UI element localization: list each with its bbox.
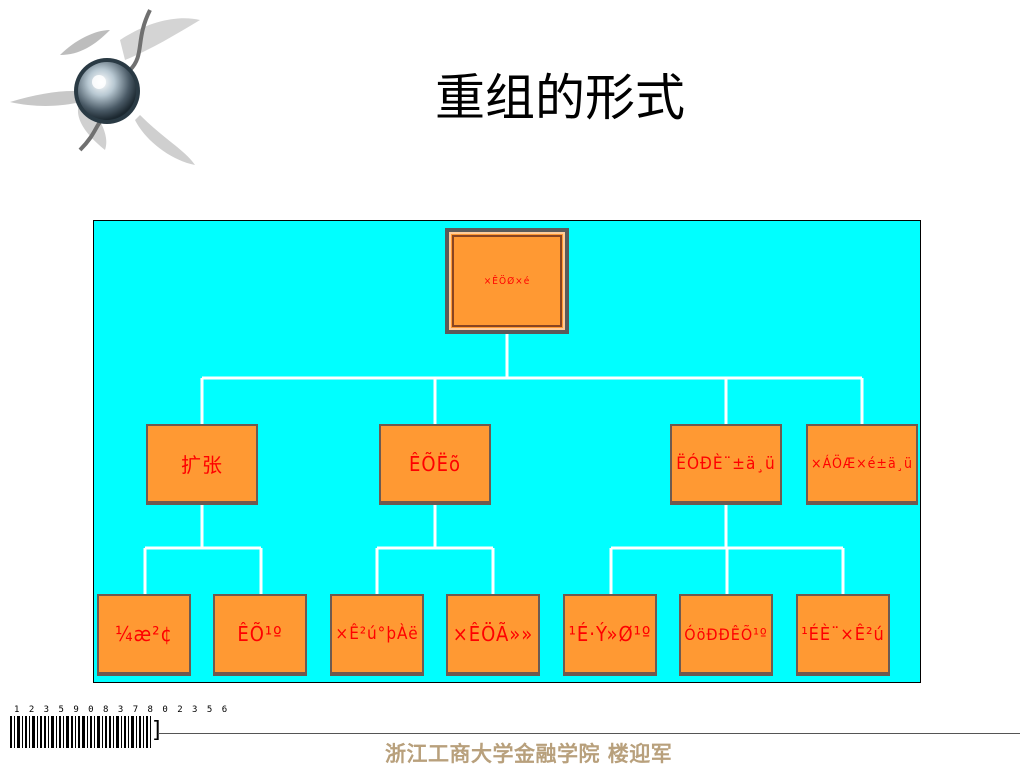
level1-node-label: ËÓÐÈ¨±ä¸ü — [676, 453, 776, 474]
level2-node-label: ×ÊÖÃ»» — [452, 622, 534, 646]
level2-node-label: ÓöÐÐÊÕ¹º — [684, 624, 768, 644]
level2-node-1: ¼æ²¢ — [97, 594, 191, 676]
level2-node-5: ¹É·Ý»Ø¹º — [563, 594, 657, 676]
level1-node-4: ×ÁÖÆ×é±ä¸ü — [806, 424, 918, 505]
level1-node-3: ËÓÐÈ¨±ä¸ü — [670, 424, 782, 505]
level2-node-4: ×ÊÖÃ»» — [446, 594, 540, 676]
level2-node-label: ¼æ²¢ — [115, 622, 173, 646]
level2-node-label: ×Ê²ú°þÀë — [335, 624, 419, 644]
level2-node-6: ÓöÐÐÊÕ¹º — [679, 594, 773, 676]
level2-node-7: ¹ÉÈ¨×Ê²ú — [796, 594, 890, 676]
footer-divider — [158, 733, 1020, 734]
level1-node-label: ÊÕËõ — [409, 451, 461, 476]
footer-author: 浙江工商大学金融学院 楼迎军 — [385, 741, 673, 766]
page-title: 重组的形式 — [435, 69, 685, 127]
level1-node-expansion: 扩张 — [146, 424, 258, 505]
level1-node-label: ×ÁÖÆ×é±ä¸ü — [811, 455, 913, 472]
barcode-number: 1 2 3 5 9 0 8 3 7 8 0 2 3 5 6 — [14, 705, 230, 715]
level2-node-label: ¹ÉÈ¨×Ê²ú — [801, 623, 885, 645]
root-node-label: ×ÊÖØ×é — [449, 232, 565, 330]
level2-node-3: ×Ê²ú°þÀë — [330, 594, 424, 676]
level2-node-2: ÊÕ¹º — [213, 594, 307, 676]
level2-node-label: ¹É·Ý»Ø¹º — [568, 622, 652, 646]
root-node: ×ÊÖØ×é — [445, 228, 569, 334]
barcode-icon — [10, 716, 151, 748]
level2-node-label: ÊÕ¹º — [237, 622, 283, 646]
bracket-glyph: ] — [152, 718, 161, 743]
level1-node-label: 扩张 — [181, 453, 223, 477]
logo-emblem-icon — [10, 9, 200, 165]
level1-node-2: ÊÕËõ — [379, 424, 491, 505]
